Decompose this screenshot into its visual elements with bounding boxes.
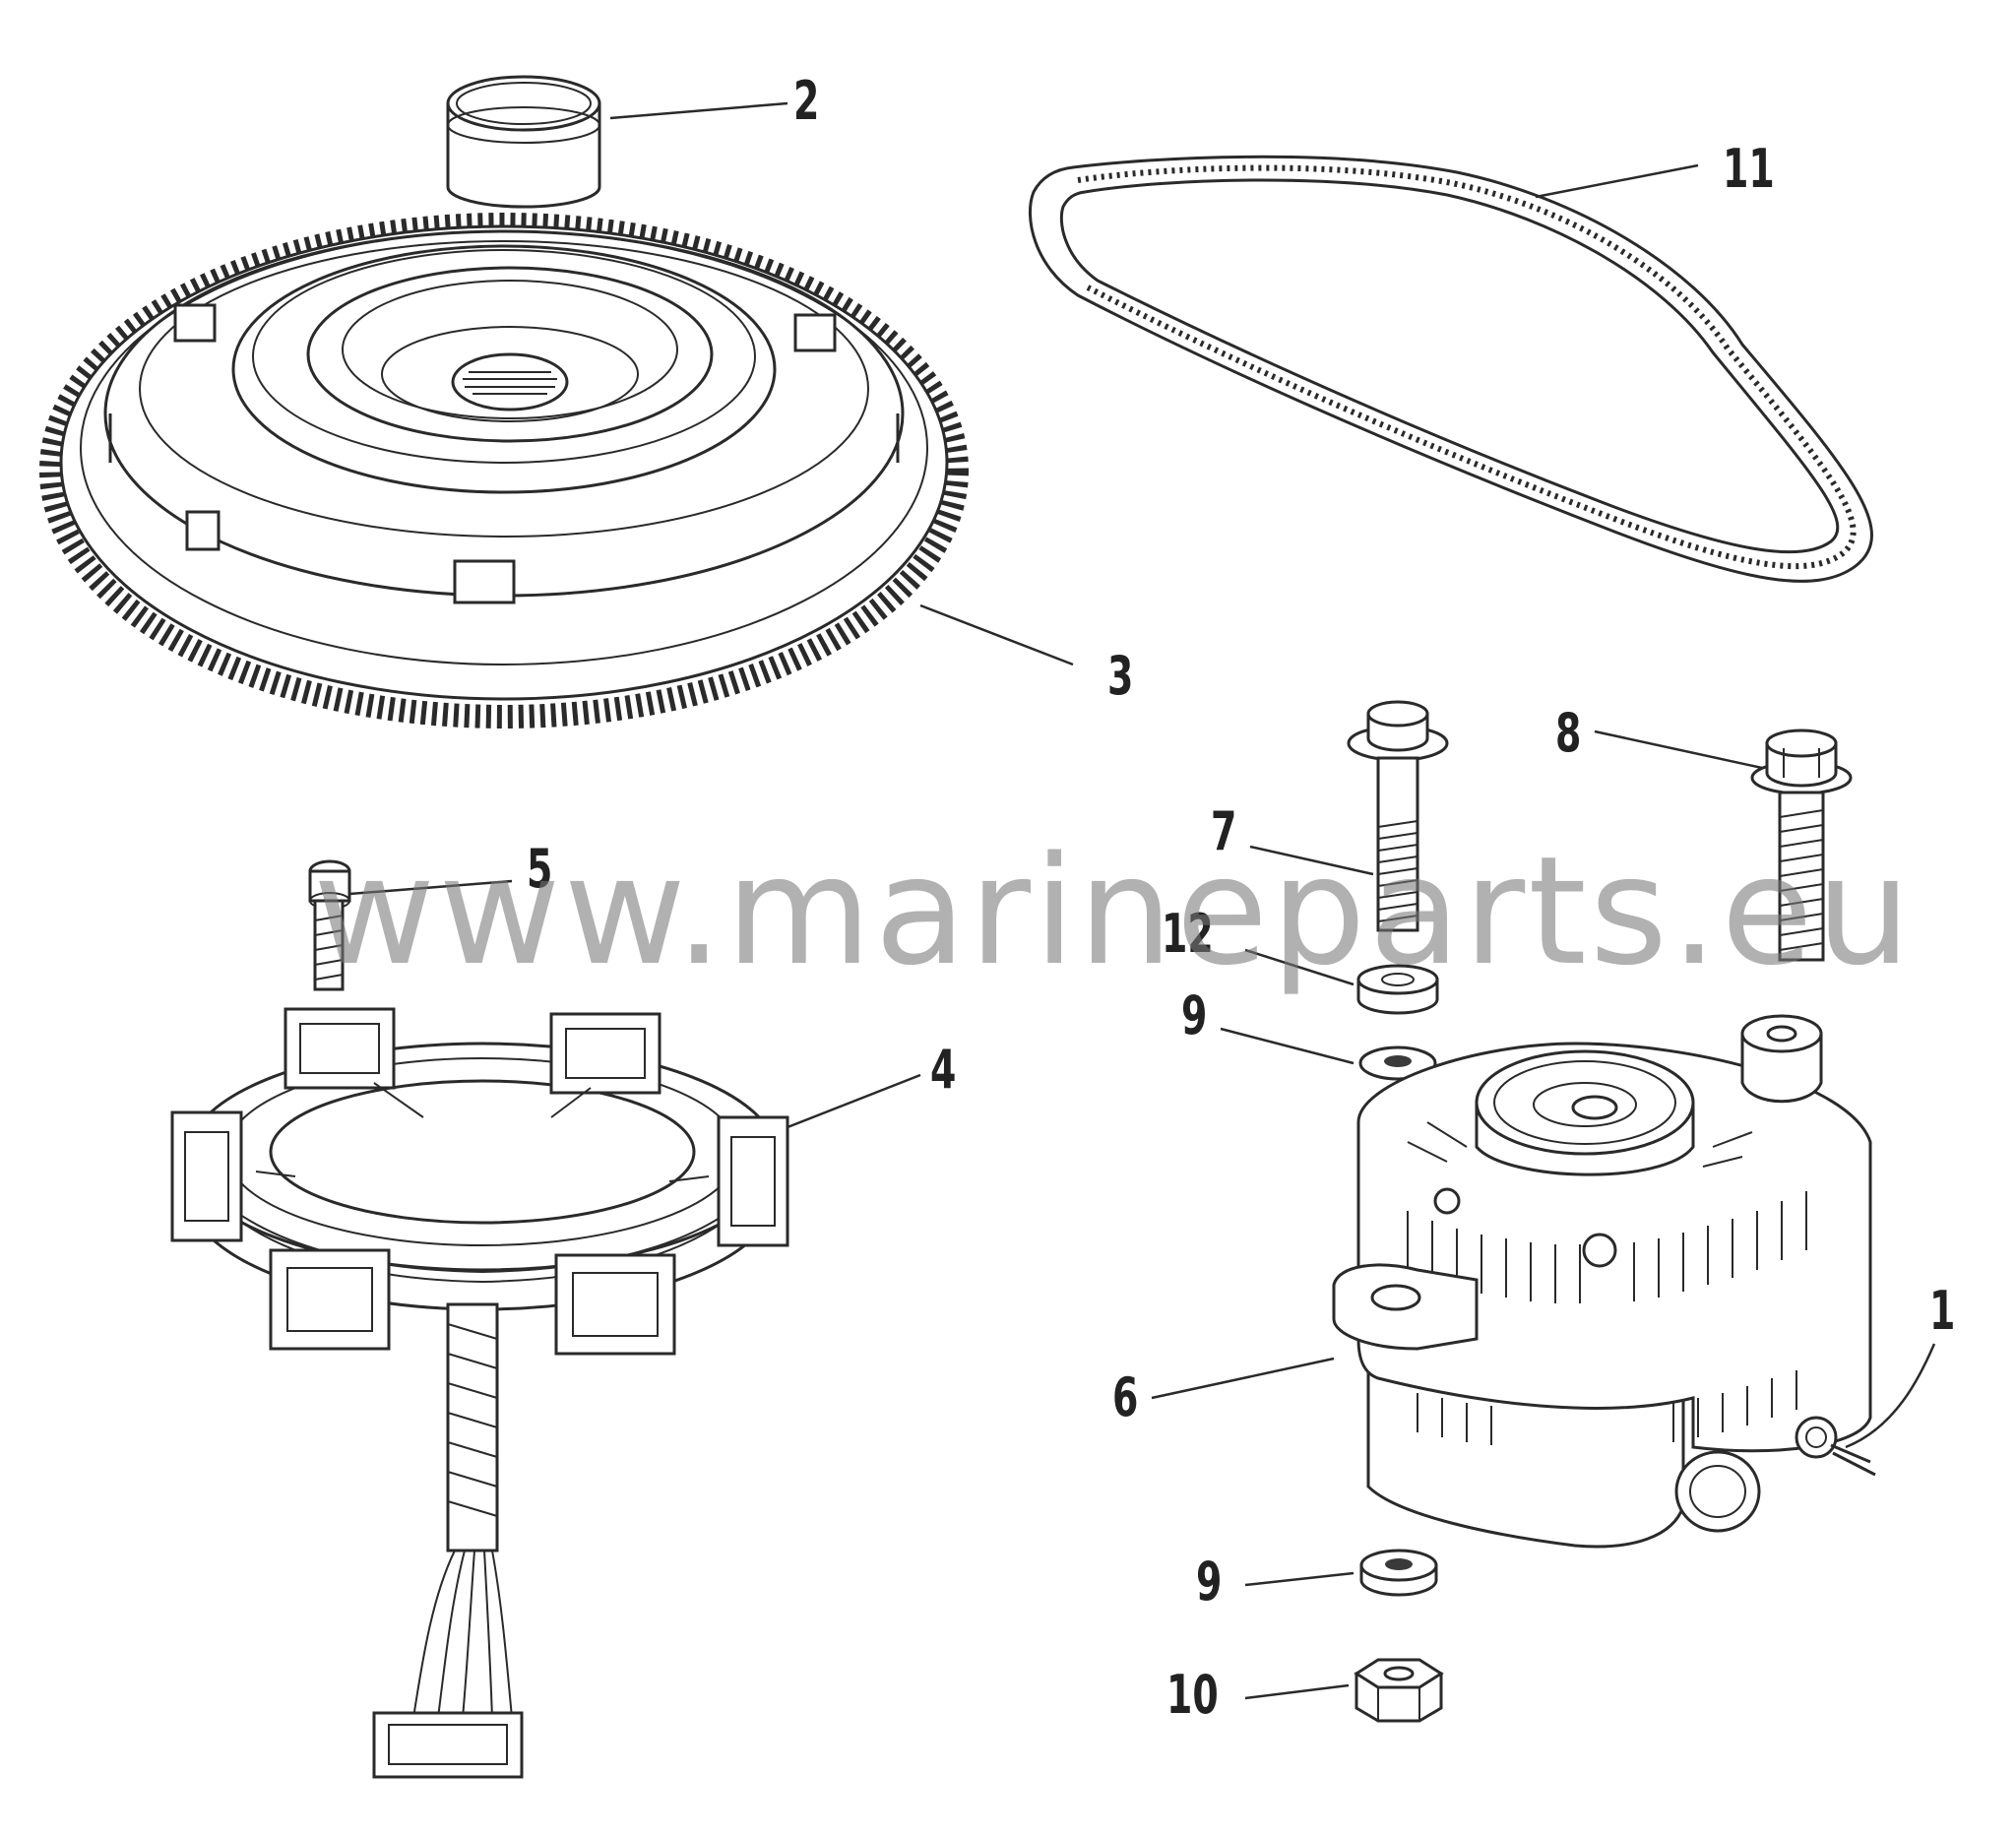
- washer-upper: [1358, 1045, 1437, 1081]
- flange-bolt: [1347, 700, 1449, 932]
- leader-9-lower: [1244, 1571, 1354, 1587]
- alternator: [1332, 1014, 1872, 1549]
- stator: [170, 1007, 789, 1779]
- stator-screw: [308, 859, 351, 991]
- washer-lower: [1359, 1549, 1438, 1597]
- leader-2: [609, 101, 788, 120]
- callout-3: 3: [1107, 645, 1134, 707]
- callout-4: 4: [930, 1039, 957, 1101]
- callout-2: 2: [793, 70, 820, 132]
- callout-5: 5: [527, 838, 553, 900]
- leader-11: [1535, 163, 1699, 199]
- callout-10: 10: [1166, 1664, 1219, 1726]
- watermark: www.marineparts.eu: [313, 824, 1915, 998]
- callout-6: 6: [1112, 1366, 1139, 1428]
- callout-12: 12: [1162, 903, 1214, 965]
- flywheel: [39, 213, 969, 728]
- leader-5: [348, 879, 513, 896]
- leader-3: [919, 603, 1074, 666]
- leader-10: [1244, 1683, 1350, 1700]
- hex-nut: [1354, 1658, 1444, 1723]
- small-terminal-connector: [1795, 1416, 1876, 1477]
- drive-belt: [1028, 155, 1873, 583]
- leader-lines: [348, 101, 1936, 1700]
- callout-11: 11: [1723, 138, 1775, 200]
- spacer: [1356, 964, 1439, 1015]
- leader-4: [787, 1073, 921, 1129]
- leader-8: [1594, 729, 1763, 770]
- leader-12: [1244, 948, 1354, 986]
- callout-1: 1: [1929, 1280, 1956, 1342]
- callout-8: 8: [1555, 702, 1582, 764]
- leader-1: [1845, 1343, 1936, 1449]
- leader-7: [1249, 845, 1374, 876]
- hex-bolt: [1750, 728, 1853, 962]
- leader-9-upper: [1220, 1027, 1354, 1065]
- bushing-sleeve: [446, 75, 601, 209]
- callout-7: 7: [1211, 800, 1237, 862]
- leader-6: [1151, 1357, 1335, 1400]
- callout-9-upper: 9: [1181, 984, 1208, 1046]
- callout-9-lower: 9: [1196, 1551, 1223, 1613]
